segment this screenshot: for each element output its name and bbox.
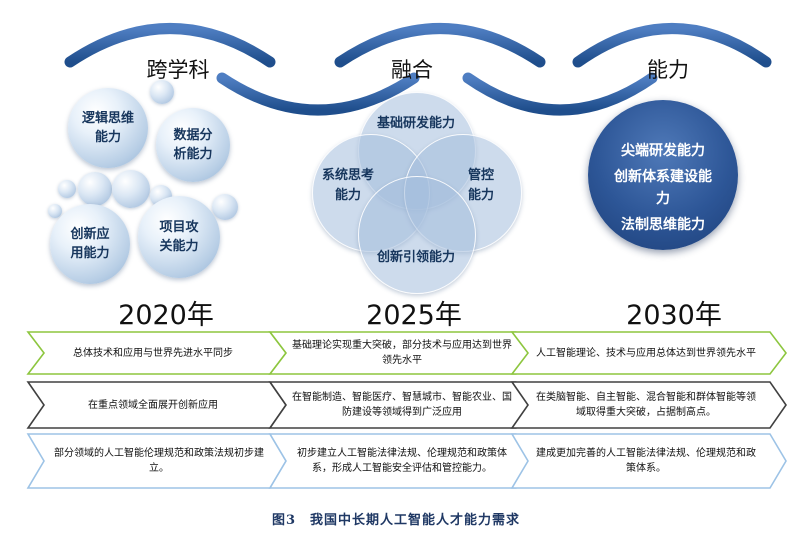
stage-title-2: 融合	[391, 58, 433, 82]
bubble-innovation-app: 创新应用能力	[50, 204, 130, 284]
ability-circle	[588, 100, 738, 250]
row2-cell-2030: 在类脑智能、自主智能、混合智能和群体智能等领域取得重大突破，占据制高点。	[536, 392, 756, 418]
venn-label-control: 管控能力	[467, 168, 494, 204]
venn-label-system-thinking: 系统思考能力	[321, 168, 374, 204]
decor-bubble	[212, 194, 238, 220]
decor-bubble	[150, 80, 174, 104]
arc-bottom-1	[216, 72, 420, 116]
row3-cell-2025: 初步建立人工智能法律法规、伦理规范和政策体系，形成人工智能安全评估和管控能力。	[297, 448, 507, 474]
arc-top-2	[334, 23, 546, 68]
row1-cell-2020: 总体技术和应用与世界先进水平同步	[73, 347, 233, 359]
ability-cutting-edge: 尖端研发能力	[621, 143, 705, 159]
venn-label-basic-rd: 基础研发能力	[376, 116, 455, 131]
ability-legal-thinking: 法制思维能力	[621, 217, 705, 233]
row2-cell-2020: 在重点领域全面展开创新应用	[88, 399, 218, 411]
year-2025: 2025年	[366, 300, 462, 331]
venn-label-innovation-lead: 创新引领能力	[376, 250, 455, 265]
row3-cell-2020: 部分领域的人工智能伦理规范和政策法规初步建立。	[54, 448, 264, 474]
stage-title-1: 跨学科	[146, 58, 210, 82]
year-2020: 2020年	[118, 300, 214, 331]
venn-circle-bottom	[358, 176, 476, 294]
row1-cell-2030: 人工智能理论、技术与应用总体达到世界领先水平	[536, 347, 756, 359]
bubble-data-analysis: 数据分析能力	[156, 108, 230, 182]
ability-innovation-system: 创新体系建设能力	[614, 169, 712, 208]
row3-cell-2030: 建成更加完善的人工智能法律法规、伦理规范和政策体系。	[536, 448, 756, 474]
row1-cell-2025: 基础理论实现重大突破，部分技术与应用达到世界领先水平	[292, 340, 512, 366]
chevron-row1-seg3	[510, 331, 788, 375]
decor-bubble	[78, 172, 112, 206]
row2-cell-2025: 在智能制造、智能医疗、智慧城市、智能农业、国防建设等领域得到广泛应用	[292, 392, 512, 418]
chevron-row3-seg3	[510, 433, 787, 489]
bubble-project-tackle: 项目攻关能力	[138, 196, 220, 278]
figure-caption: 图3 我国中长期人工智能人才能力需求	[271, 513, 521, 528]
bubble-logic: 逻辑思维能力	[68, 88, 148, 168]
decor-bubble	[112, 170, 150, 208]
decor-bubble	[48, 204, 62, 218]
year-2030: 2030年	[626, 300, 722, 331]
stage-title-3: 能力	[647, 58, 689, 82]
chevron-row2-seg3	[510, 381, 787, 429]
arc-top-3	[572, 23, 772, 68]
arc-top-1	[64, 23, 276, 68]
decor-bubble	[58, 180, 76, 198]
arc-bottom-2	[462, 72, 658, 116]
